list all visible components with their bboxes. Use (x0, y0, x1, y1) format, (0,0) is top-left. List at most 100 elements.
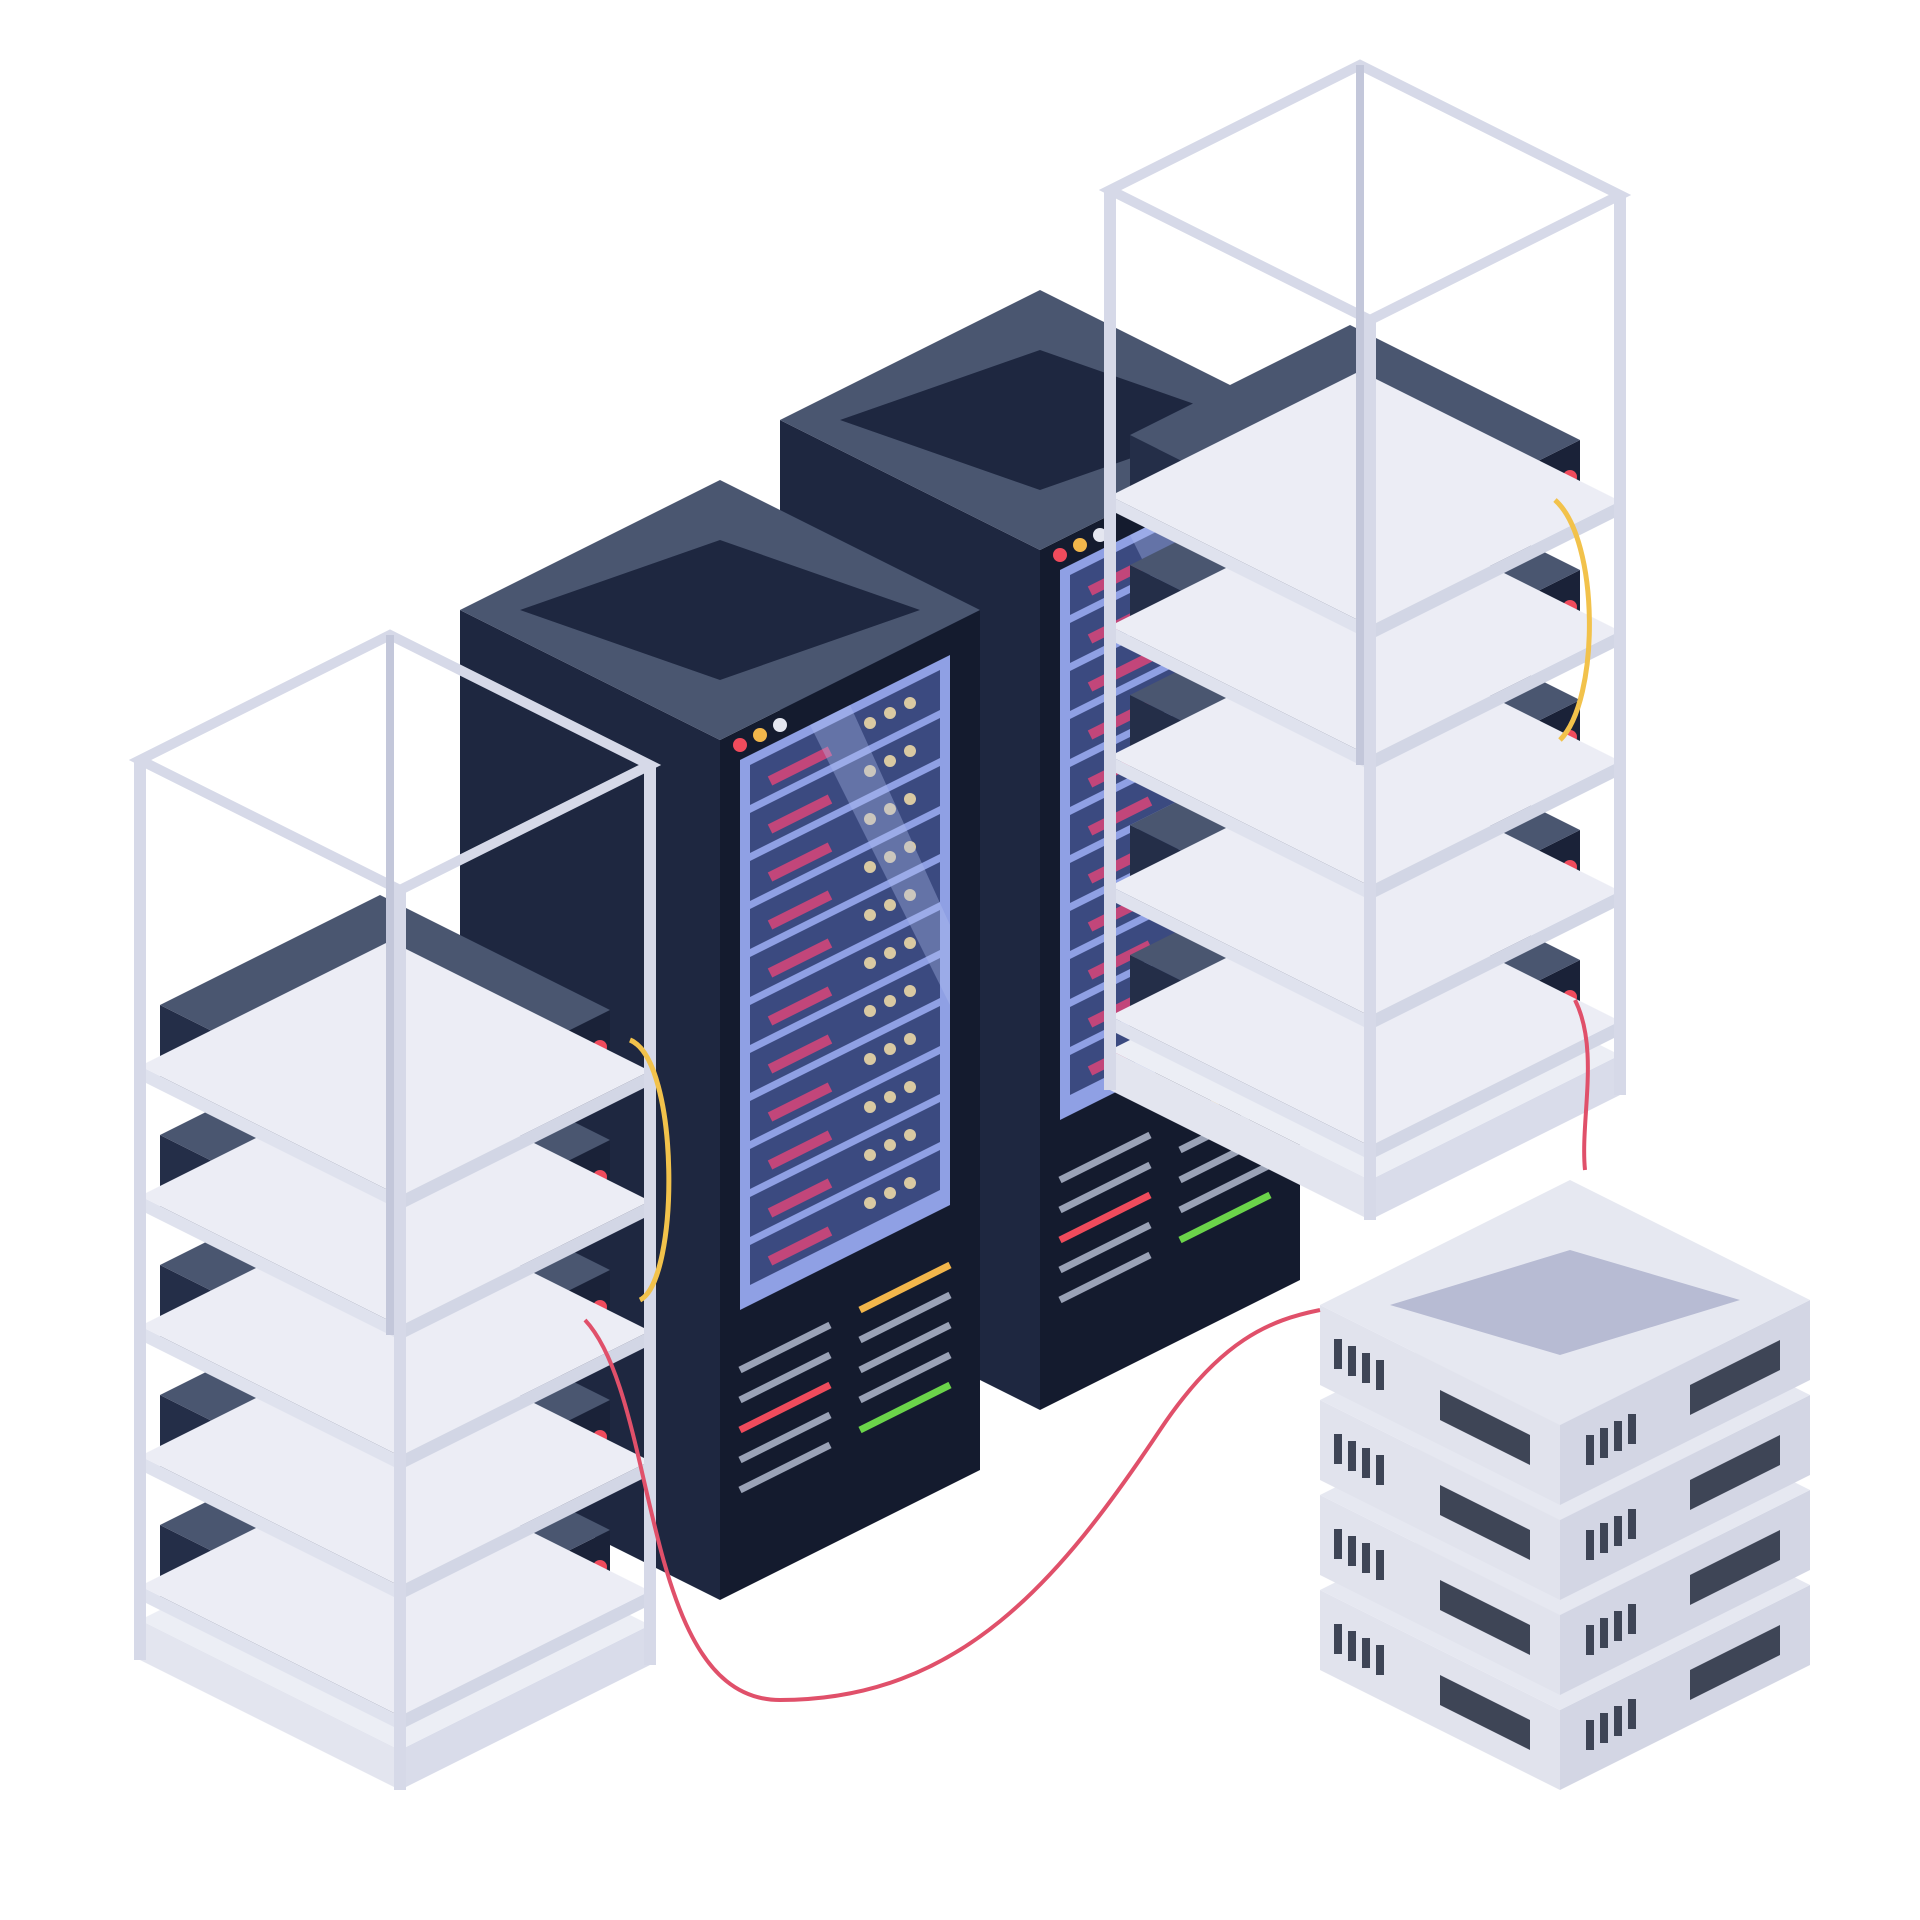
rack-left-shelf-5-left-face (140, 1066, 400, 1210)
blade-knob (884, 1043, 896, 1055)
rack-left-shelf-1-left-face (140, 1586, 400, 1730)
rack-right-shelf-1-left-face (1110, 1016, 1370, 1160)
vent-line (738, 1381, 832, 1434)
blade-knob (904, 697, 916, 709)
drive-bay (1440, 1390, 1530, 1465)
blade-knob (884, 803, 896, 815)
blade-label-bar (767, 986, 833, 1026)
blade-label-bar (767, 794, 833, 834)
rack-right-shelf-5-right-face (1370, 501, 1620, 640)
blade-knob (904, 745, 916, 757)
blade-knob (904, 793, 916, 805)
blade-knob (904, 889, 916, 901)
vent-line (738, 1441, 832, 1494)
drive-bay (1690, 1530, 1780, 1605)
vent-line (1058, 1191, 1152, 1244)
blade-knob (884, 755, 896, 767)
white-server-unit-4-right-face (1560, 1300, 1810, 1505)
network-cable-red (1573, 999, 1590, 1171)
blade-knob (884, 947, 896, 959)
indicator-dot (733, 738, 747, 752)
blade-knob (864, 1101, 876, 1113)
blade-knob (884, 1187, 896, 1199)
blade-label-bar (767, 1082, 833, 1122)
drive-bay (1690, 1435, 1780, 1510)
rack-left-shelf-2-left-face (140, 1456, 400, 1600)
rack-left-shelf-2-right-face (400, 1461, 650, 1600)
blade-knob (864, 813, 876, 825)
rack-left-shelf-4-right-face (400, 1201, 650, 1340)
drive-bay (1440, 1675, 1530, 1750)
rack-right-shelf-4-left-face (1110, 626, 1370, 770)
blade-knob (904, 1033, 916, 1045)
vent-line (1178, 1191, 1272, 1244)
rack-right-base-right-face (1370, 1055, 1620, 1220)
blade-knob (884, 1139, 896, 1151)
vent-line (1058, 1221, 1152, 1274)
blade-label-bar (767, 1226, 833, 1266)
vent-line (858, 1261, 952, 1314)
network-cable-red (583, 1308, 1321, 1703)
blade-knob (884, 707, 896, 719)
rack-left-base-right-face (400, 1625, 650, 1790)
blade-knob (884, 1091, 896, 1103)
rack-right-shelf-3-right-face (1370, 761, 1620, 900)
undefined-glass-reflection (810, 705, 950, 1005)
blade-knob (904, 1081, 916, 1093)
rack-right-shelf-4-right-face (1370, 631, 1620, 770)
blade-knob (864, 1005, 876, 1017)
white-server-unit-4 (1320, 1180, 1810, 1505)
rack-left-shelf-3-left-face (140, 1326, 400, 1470)
open-server-rack-left (128, 629, 662, 1790)
blade-knob (904, 937, 916, 949)
vent-line (858, 1351, 952, 1404)
blade-knob (904, 841, 916, 853)
blade-knob (864, 861, 876, 873)
white-server-top-panel (1390, 1250, 1740, 1355)
blade-knob (864, 1197, 876, 1209)
drive-bay (1440, 1580, 1530, 1655)
blade-label-bar (767, 1178, 833, 1218)
white-server-stack (1320, 1180, 1810, 1790)
vent-line (738, 1351, 832, 1404)
rack-right-shelf-3-left-face (1110, 756, 1370, 900)
white-server-unit-1-right-face (1560, 1585, 1810, 1790)
rack-left-shelf-4-left-face (140, 1196, 400, 1340)
drive-bay (1440, 1485, 1530, 1560)
blade-knob (884, 995, 896, 1007)
vent-line (738, 1411, 832, 1464)
rack-left-base-left-face (140, 1620, 400, 1790)
rack-right-shelf-1-right-face (1370, 1021, 1620, 1160)
blade-knob (864, 717, 876, 729)
vent-line (858, 1291, 952, 1344)
rack-right-top-frame (1098, 59, 1632, 326)
rack-left-shelf-1-right-face (400, 1591, 650, 1730)
network-cable-yellow (628, 1037, 672, 1303)
indicator-dot (1053, 548, 1067, 562)
cable-layer-front (583, 498, 1592, 1703)
rack-right-shelf-5-left-face (1110, 496, 1370, 640)
drive-bay (1690, 1625, 1780, 1700)
undefined-top-panel (520, 540, 920, 680)
blade-label-bar (767, 842, 833, 882)
vent-line (858, 1381, 952, 1434)
blade-label-bar (767, 938, 833, 978)
rack-left-shelf-5-right-face (400, 1071, 650, 1210)
vent-line (738, 1321, 832, 1374)
blade-label-bar (767, 890, 833, 930)
blade-label-bar (1087, 652, 1153, 692)
indicator-dot (753, 728, 767, 742)
rack-right-base-left-face (1110, 1050, 1370, 1220)
network-cable-yellow (1553, 498, 1592, 742)
blade-knob (904, 1177, 916, 1189)
vent-line (1178, 1161, 1272, 1214)
open-server-rack-right (1098, 59, 1632, 1220)
indicator-dot (1093, 528, 1107, 542)
indicator-dot (1073, 538, 1087, 552)
vent-line (858, 1321, 952, 1374)
drive-bay (1690, 1340, 1780, 1415)
blade-label-bar (767, 1130, 833, 1170)
blade-knob (864, 957, 876, 969)
blade-label-bar (767, 746, 833, 786)
